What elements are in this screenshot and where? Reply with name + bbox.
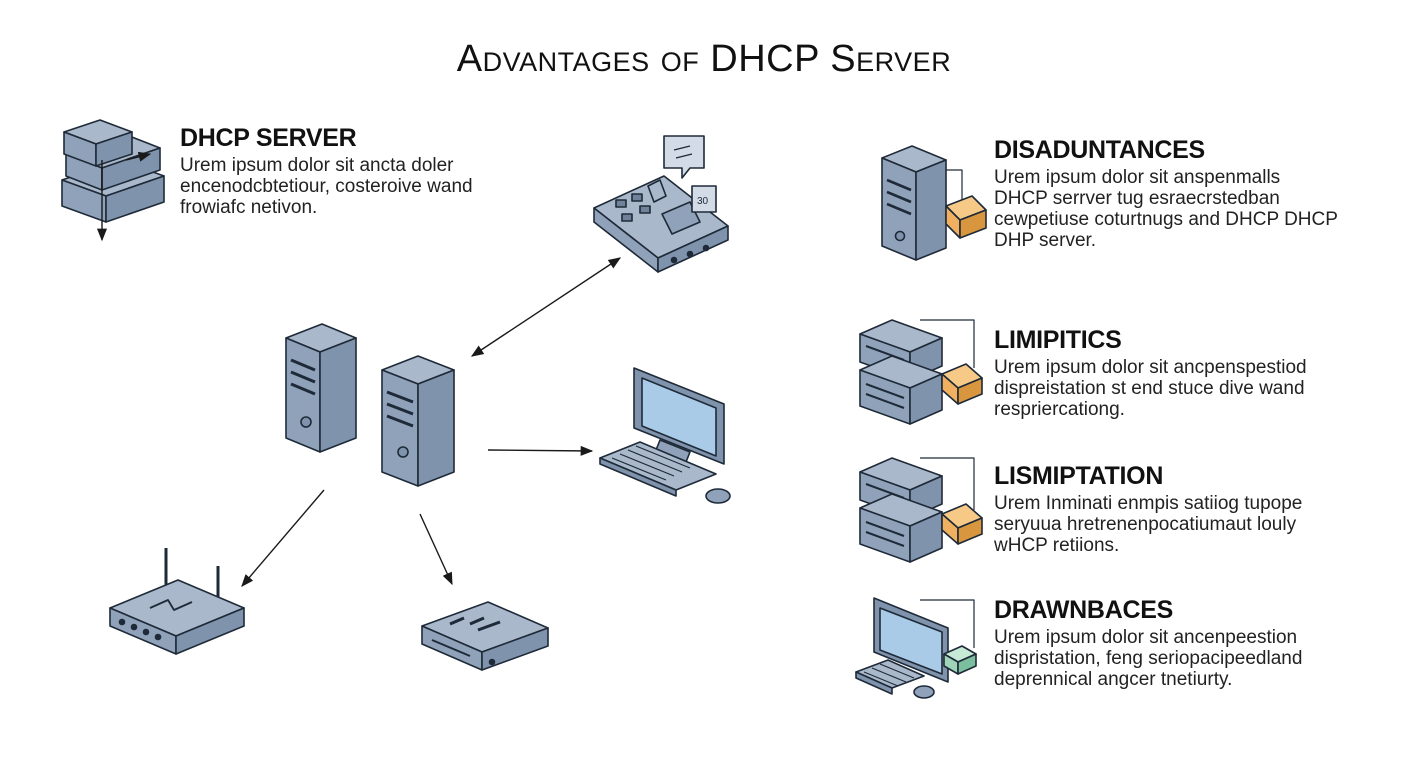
panel-line: seryuua hretrenenpocatiumaut louly [994,514,1297,535]
panel-heading: DRAWNBACES [994,596,1173,624]
panel-drawnbaces: DRAWNBACES Urem ipsum dolor sit ancenpee… [994,596,1302,690]
dhcp-server-heading: DHCP SERVER [180,124,357,152]
page-title: Advantages of DHCP Server [456,38,952,80]
panel-heading: LISMIPTATION [994,462,1164,490]
connection-arrows [241,257,622,587]
panel-line: DHP server. [994,230,1097,251]
wireless-router-icon [109,548,245,655]
dhcp-server-line: encenodcbtetiour, costeroive wand [180,176,473,197]
panel-line: respriercationg. [994,399,1125,420]
panel-heading: LIMIPITICS [994,326,1122,354]
bubble-label: 30 [697,196,709,207]
panel-line: dispreistation st end stuce dive wand [994,378,1305,399]
panel-line: Urem ipsum dolor sit ancenpeestion [994,627,1298,648]
server-stack-icon [61,119,165,242]
panel-2-server-stack-icon [859,319,983,425]
network-appliance-icon [593,135,729,273]
panel-line: Urem ipsum dolor sit anspenmalls [994,167,1281,188]
panel-line: wHCP retiions. [994,535,1120,556]
panel-1-tower-icon [881,145,987,261]
tower-server-left-icon [285,323,357,453]
panel-4-desktop-icon [855,597,977,699]
panel-limipitics: LIMIPITICS Urem ipsum dolor sit ancpensp… [994,326,1307,420]
tower-server-right-icon [381,355,455,487]
panel-line: Urem Inminati enmpis satiiog tupope [994,493,1303,514]
panel-line: DHCP serrver tug esraecrstedban [994,188,1280,209]
panel-line: dispristation, feng seriopacipeedland [994,648,1303,669]
dhcp-server-block: DHCP SERVER Urem ipsum dolor sit ancta d… [180,124,473,218]
dhcp-server-line: frowiafc netivon. [180,197,318,218]
panel-line: cewpetiuse coturtnugs and DHCP DHCP [994,209,1338,230]
network-switch-icon [421,601,549,671]
panel-lismiptation: LISMIPTATION Urem Inminati enmpis satiio… [994,462,1302,556]
desktop-computer-icon [599,367,731,504]
panel-disadvantages: DISADUNTANCES Urem ipsum dolor sit anspe… [994,136,1338,251]
panel-3-server-stack-icon [859,457,983,563]
panel-line: deprennical angcer tnetiurty. [994,669,1233,690]
dhcp-server-line: Urem ipsum dolor sit ancta doler [180,155,454,176]
panel-heading: DISADUNTANCES [994,136,1205,164]
panel-line: Urem ipsum dolor sit ancpenspestiod [994,357,1307,378]
